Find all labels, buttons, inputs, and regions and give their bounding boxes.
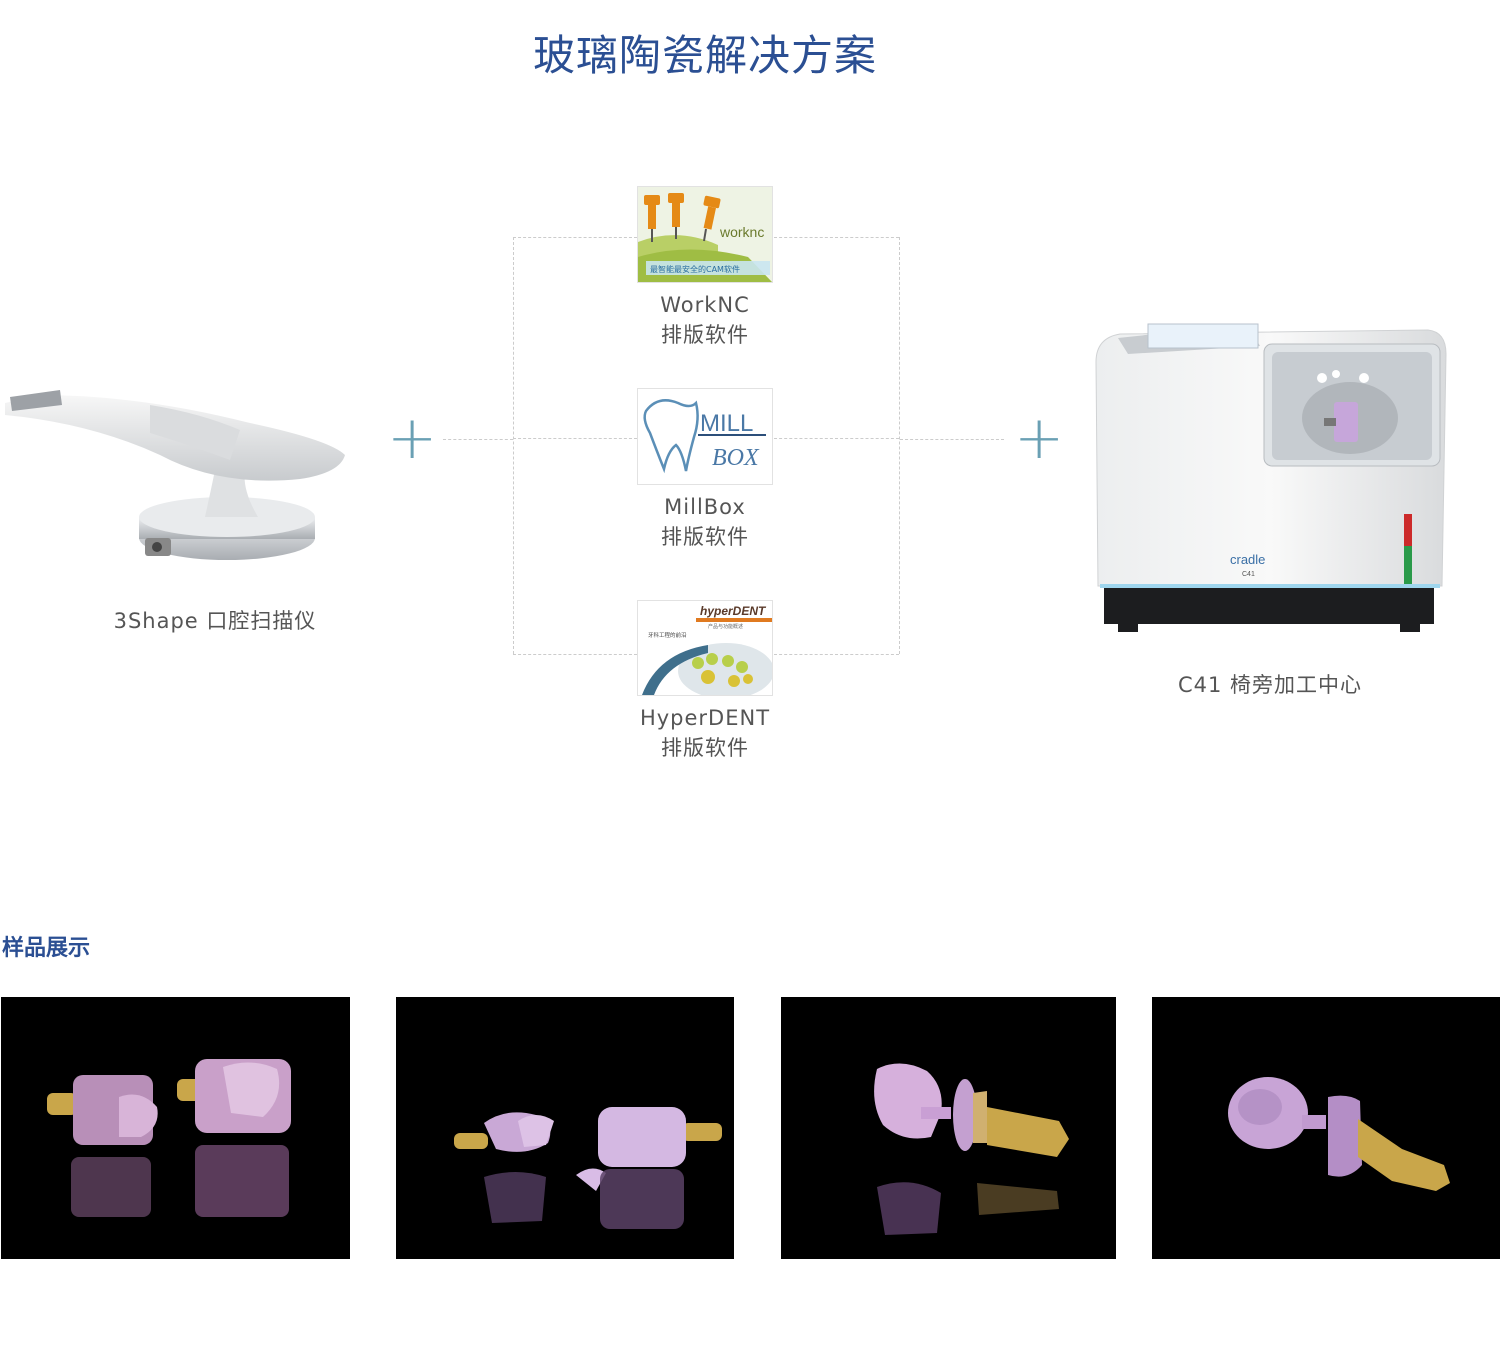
scanner-caption: 3Shape 口腔扫描仪 xyxy=(113,609,317,633)
worknc-caption: WorkNC 排版软件 xyxy=(600,290,810,350)
hyperdent-name: HyperDENT xyxy=(639,706,771,730)
mill-model: C41 xyxy=(1242,571,1255,578)
samples-title: 样品展示 xyxy=(2,936,91,961)
millbox-logo-top: MILL xyxy=(700,410,753,437)
worknc-logo: worknc 最智能最安全的CAM软件 xyxy=(637,186,773,283)
millbox-subtitle: 排版软件 xyxy=(661,525,749,549)
bracket-mid-left xyxy=(513,438,637,439)
mill-brand: cradle xyxy=(1230,552,1265,567)
hyperdent-logo-sub2: 牙科工程的前沿 xyxy=(648,631,687,639)
plus-icon-left: + xyxy=(387,403,438,473)
page-title: 玻璃陶瓷解决方案 xyxy=(532,31,877,80)
bracket-left-vertical xyxy=(513,237,514,654)
mill-caption: C41 椅旁加工中心 xyxy=(1177,673,1363,697)
connector-left xyxy=(443,439,513,440)
bracket-bottom-right xyxy=(774,654,899,655)
sample-image-4 xyxy=(1152,997,1500,1259)
sample-image-2 xyxy=(396,997,734,1259)
connector-right xyxy=(900,439,1004,440)
bracket-mid-right xyxy=(774,438,899,439)
millbox-logo: MILL BOX xyxy=(637,388,773,485)
hyperdent-logo-text: hyperDENT xyxy=(700,604,767,618)
worknc-logo-text: worknc xyxy=(719,224,764,240)
bracket-bottom-left xyxy=(513,654,637,655)
bracket-top-right xyxy=(774,237,899,238)
scanner-image xyxy=(0,375,350,575)
hyperdent-logo-sub1: 产品与功能概述 xyxy=(708,623,743,630)
millbox-caption: MillBox 排版软件 xyxy=(600,492,810,552)
bracket-right-vertical xyxy=(899,237,900,654)
hyperdent-logo: hyperDENT 产品与功能概述 牙科工程的前沿 xyxy=(637,600,773,696)
worknc-logo-banner: 最智能最安全的CAM软件 xyxy=(650,264,740,274)
sample-image-1 xyxy=(1,997,350,1259)
worknc-subtitle: 排版软件 xyxy=(661,323,749,347)
plus-icon-right: + xyxy=(1014,403,1065,473)
hyperdent-caption: HyperDENT 排版软件 xyxy=(600,703,810,763)
mill-machine-image: cradle C41 xyxy=(1088,318,1450,638)
millbox-name: MillBox xyxy=(664,495,746,519)
worknc-name: WorkNC xyxy=(660,293,750,317)
bracket-top-left xyxy=(513,237,637,238)
hyperdent-subtitle: 排版软件 xyxy=(661,736,749,760)
sample-image-3 xyxy=(781,997,1116,1259)
millbox-logo-bottom: BOX xyxy=(712,445,760,471)
